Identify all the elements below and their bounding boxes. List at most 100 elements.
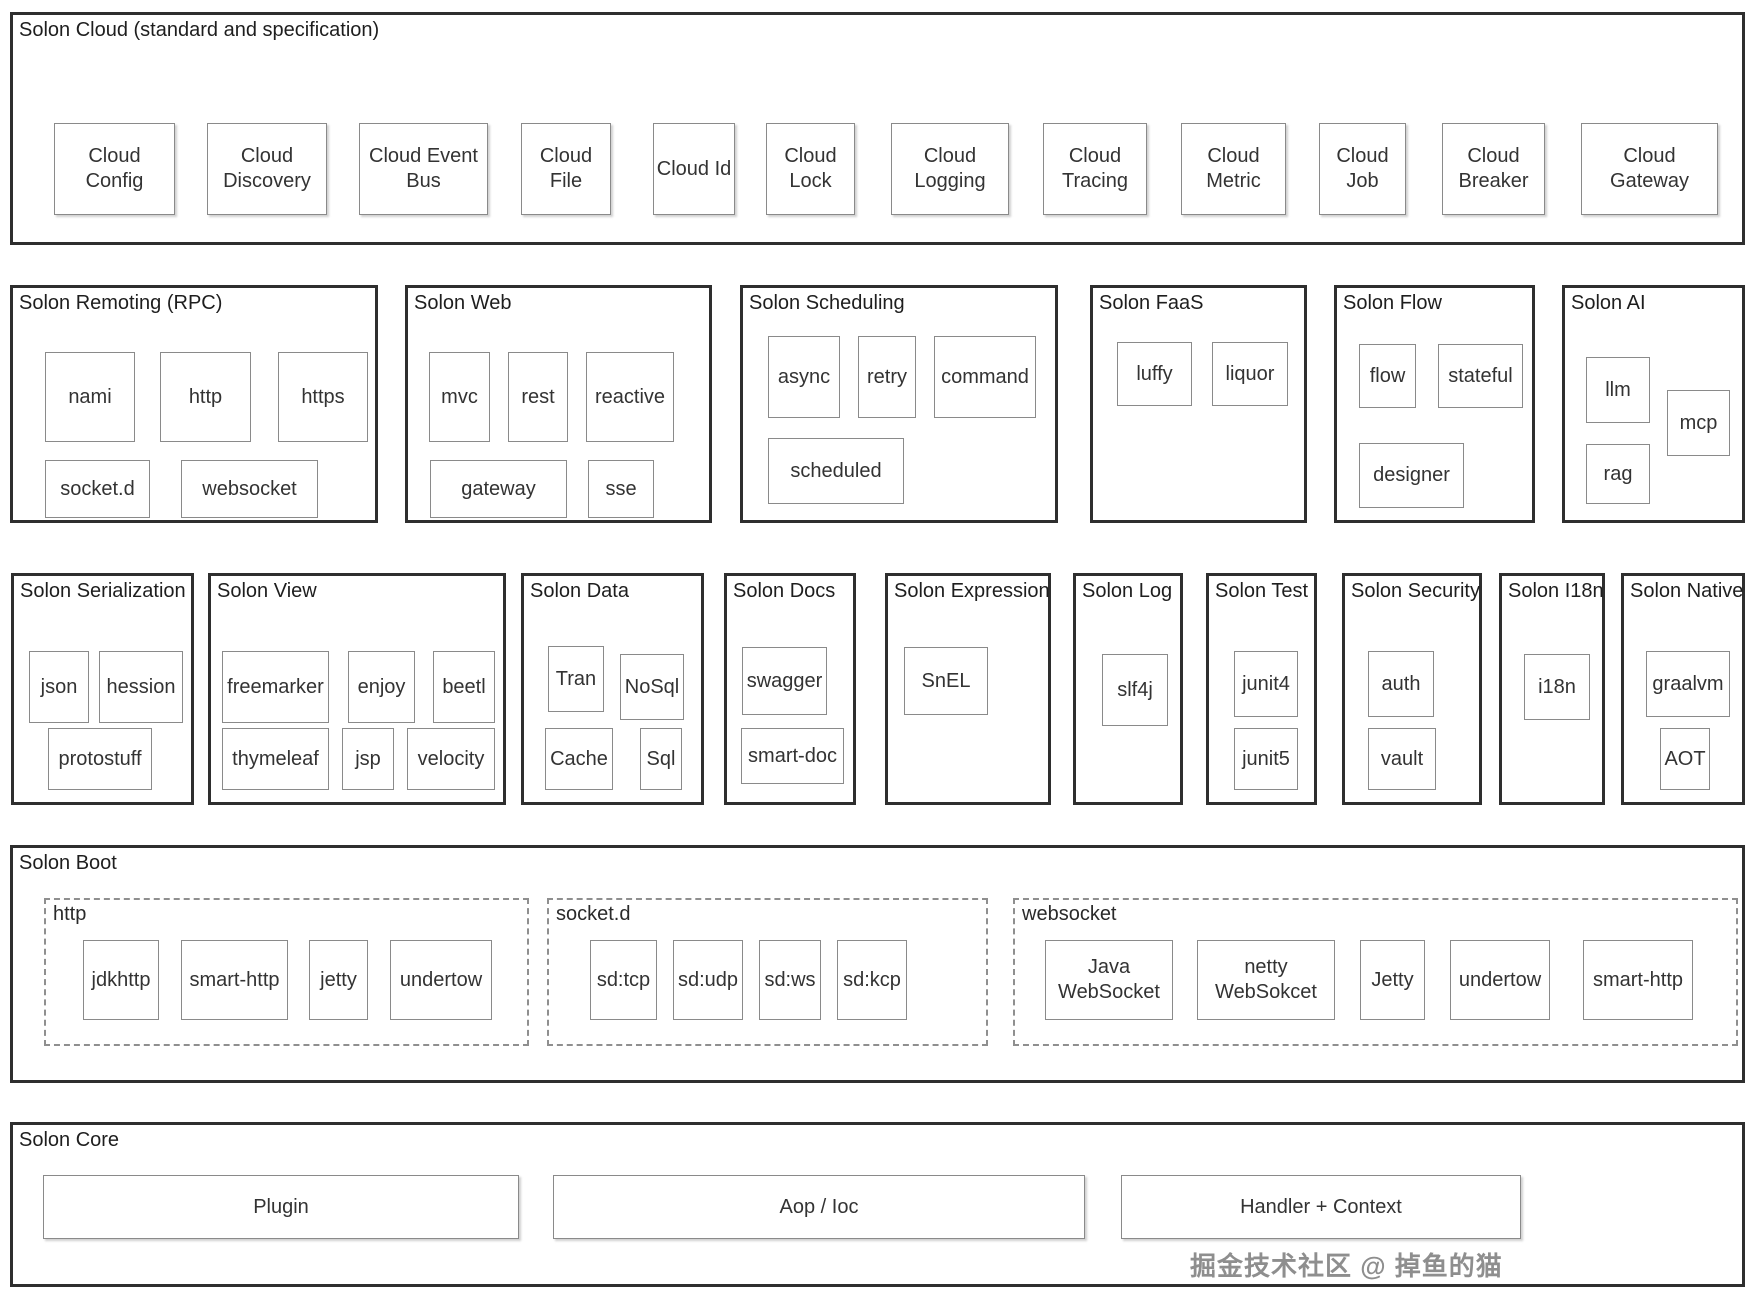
section-solon-test: Solon Test junit4 junit5 (1206, 573, 1317, 805)
node-cache: Cache (545, 728, 613, 790)
section-solon-core: Solon Core Plugin Aop / Ioc Handler + Co… (10, 1122, 1745, 1287)
section-title: Solon Remoting (RPC) (19, 292, 223, 314)
section-solon-cloud: Solon Cloud (standard and specification)… (10, 12, 1745, 245)
section-title: Solon Boot (19, 852, 117, 874)
section-solon-data: Solon Data Tran NoSql Cache Sql (521, 573, 704, 805)
section-title: Solon Cloud (standard and specification) (19, 19, 380, 41)
section-solon-view: Solon View freemarker enjoy beetl thymel… (208, 573, 506, 805)
node-hession: hession (99, 651, 183, 723)
node-sd-udp: sd:udp (673, 940, 743, 1020)
node-cloud-file: Cloud File (521, 123, 611, 215)
node-jetty-websocket: Jetty (1360, 940, 1425, 1020)
node-auth: auth (1368, 651, 1434, 717)
node-cloud-breaker: Cloud Breaker (1442, 123, 1545, 215)
node-http: http (160, 352, 251, 442)
section-solon-boot: Solon Boot http jdkhttp smart-http jetty… (10, 845, 1745, 1083)
node-cloud-gateway: Cloud Gateway (1581, 123, 1718, 215)
section-solon-native: Solon Native graalvm AOT (1621, 573, 1745, 805)
node-protostuff: protostuff (48, 728, 152, 790)
node-cloud-metric: Cloud Metric (1181, 123, 1286, 215)
node-async: async (768, 336, 840, 418)
node-netty-websocket: netty WebSokcet (1197, 940, 1335, 1020)
section-solon-security: Solon Security auth vault (1342, 573, 1482, 805)
node-swagger: swagger (742, 647, 827, 715)
node-rest: rest (508, 352, 568, 442)
section-title: Solon Expression (894, 580, 1050, 602)
node-java-websocket: Java WebSocket (1045, 940, 1173, 1020)
section-solon-docs: Solon Docs swagger smart-doc (724, 573, 856, 805)
node-junit5: junit5 (1234, 728, 1298, 790)
node-handler-context: Handler + Context (1121, 1175, 1521, 1239)
section-title: Solon Docs (733, 580, 836, 602)
node-command: command (934, 336, 1036, 418)
section-solon-i18n: Solon I18n i18n (1499, 573, 1605, 805)
section-solon-remoting: Solon Remoting (RPC) nami http https soc… (10, 285, 378, 523)
section-solon-serialization: Solon Serialization json hession protost… (11, 573, 194, 805)
group-label: http (53, 903, 87, 925)
section-title: Solon Scheduling (749, 292, 905, 314)
node-plugin: Plugin (43, 1175, 519, 1239)
node-gateway: gateway (430, 460, 567, 518)
node-tran: Tran (548, 646, 604, 712)
group-label: socket.d (556, 903, 631, 925)
node-i18n: i18n (1524, 654, 1590, 720)
node-designer: designer (1359, 443, 1464, 508)
section-solon-log: Solon Log slf4j (1073, 573, 1183, 805)
section-title: Solon Core (19, 1129, 120, 1151)
node-scheduled: scheduled (768, 438, 904, 504)
node-jsp: jsp (342, 728, 394, 790)
node-nami: nami (45, 352, 135, 442)
section-title: Solon FaaS (1099, 292, 1204, 314)
section-solon-ai: Solon AI llm mcp rag (1562, 285, 1745, 523)
section-solon-expression: Solon Expression SnEL (885, 573, 1051, 805)
group-socket-d: socket.d sd:tcp sd:udp sd:ws sd:kcp (547, 898, 988, 1046)
section-solon-flow: Solon Flow flow stateful designer (1334, 285, 1535, 523)
node-cloud-job: Cloud Job (1319, 123, 1406, 215)
node-jetty: jetty (309, 940, 368, 1020)
node-cloud-discovery: Cloud Discovery (207, 123, 327, 215)
section-title: Solon I18n (1508, 580, 1604, 602)
node-enjoy: enjoy (348, 651, 415, 723)
node-reactive: reactive (586, 352, 674, 442)
section-title: Solon Data (530, 580, 629, 602)
node-freemarker: freemarker (222, 651, 329, 723)
node-json: json (29, 651, 89, 723)
node-smart-http: smart-http (181, 940, 288, 1020)
node-https: https (278, 352, 368, 442)
node-undertow: undertow (390, 940, 492, 1020)
node-velocity: velocity (407, 728, 495, 790)
section-solon-faas: Solon FaaS luffy liquor (1090, 285, 1307, 523)
section-title: Solon Native (1630, 580, 1744, 602)
node-nosql: NoSql (620, 654, 684, 720)
section-title: Solon Flow (1343, 292, 1442, 314)
node-thymeleaf: thymeleaf (222, 728, 329, 790)
node-aop-ioc: Aop / Ioc (553, 1175, 1085, 1239)
group-websocket: websocket Java WebSocket netty WebSokcet… (1013, 898, 1738, 1046)
node-cloud-config: Cloud Config (54, 123, 175, 215)
group-label: websocket (1022, 903, 1117, 925)
node-junit4: junit4 (1234, 651, 1298, 717)
section-title: Solon View (217, 580, 317, 602)
section-solon-scheduling: Solon Scheduling async retry command sch… (740, 285, 1058, 523)
section-title: Solon Security (1351, 580, 1480, 602)
node-sd-ws: sd:ws (759, 940, 821, 1020)
node-llm: llm (1586, 357, 1650, 423)
node-sql: Sql (640, 728, 682, 790)
node-graalvm: graalvm (1646, 651, 1730, 717)
node-vault: vault (1368, 728, 1436, 790)
node-flow: flow (1359, 344, 1416, 408)
node-jdkhttp: jdkhttp (83, 940, 159, 1020)
node-mvc: mvc (429, 352, 490, 442)
node-sd-tcp: sd:tcp (590, 940, 657, 1020)
section-title: Solon AI (1571, 292, 1646, 314)
section-title: Solon Serialization (20, 580, 186, 602)
node-luffy: luffy (1117, 342, 1192, 406)
node-websocket: websocket (181, 460, 318, 518)
node-cloud-tracing: Cloud Tracing (1043, 123, 1147, 215)
node-cloud-id: Cloud Id (653, 123, 735, 215)
node-liquor: liquor (1212, 342, 1288, 406)
node-snel: SnEL (904, 647, 988, 715)
node-slf4j: slf4j (1102, 654, 1168, 726)
node-socket-d: socket.d (45, 460, 150, 518)
